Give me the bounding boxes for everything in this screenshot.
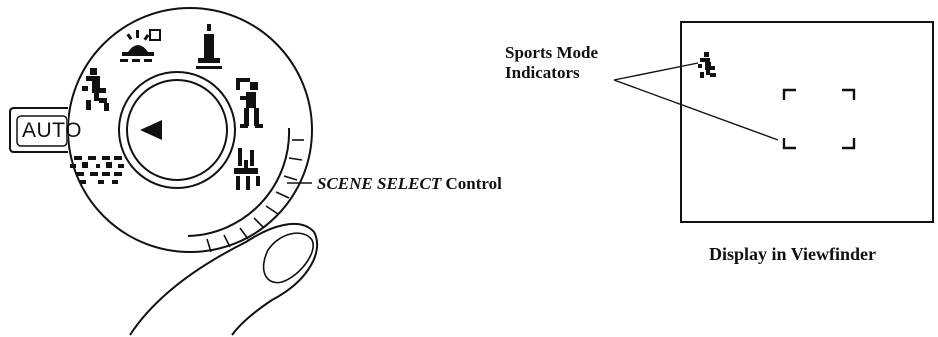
dial-grip-inner [187,127,291,237]
hand-illustration [129,223,319,336]
viewfinder-sports-icon [698,52,716,78]
sports-mode-label-line2: Indicators [505,63,580,82]
dial-grip-ticks [206,139,304,253]
dial-center-button [126,79,228,181]
auto-tab [9,107,68,153]
fireworks-icon [70,156,124,184]
dial-outer-ring [67,7,313,253]
scene-select-label: SCENE SELECT Control [317,174,502,194]
sports-icon [82,68,109,111]
viewfinder-caption: Display in Viewfinder [709,244,877,264]
bracket-bottom-left [782,138,796,150]
auto-box [16,115,68,147]
portrait-icon [236,78,263,128]
candle-icon [196,24,222,69]
landscape-icon [234,148,260,190]
bracket-top-right [842,88,856,100]
dial-center-ring [118,71,236,189]
fingernail [262,232,314,284]
scene-select-dial [67,7,313,253]
bracket-top-left [782,88,796,100]
bracket-bottom-right [842,138,856,150]
twilight-icon [120,29,161,62]
dial-pointer-icon [140,120,162,140]
scene-select-control-text: Control [441,174,502,193]
focus-frame [782,88,856,150]
sports-mode-label-line1: Sports Mode [505,43,599,62]
viewfinder-frame [680,21,934,223]
scene-select-italic: SCENE SELECT [317,174,442,193]
auto-label: AUTO [22,119,82,142]
sports-indicator-leaders [613,62,779,141]
